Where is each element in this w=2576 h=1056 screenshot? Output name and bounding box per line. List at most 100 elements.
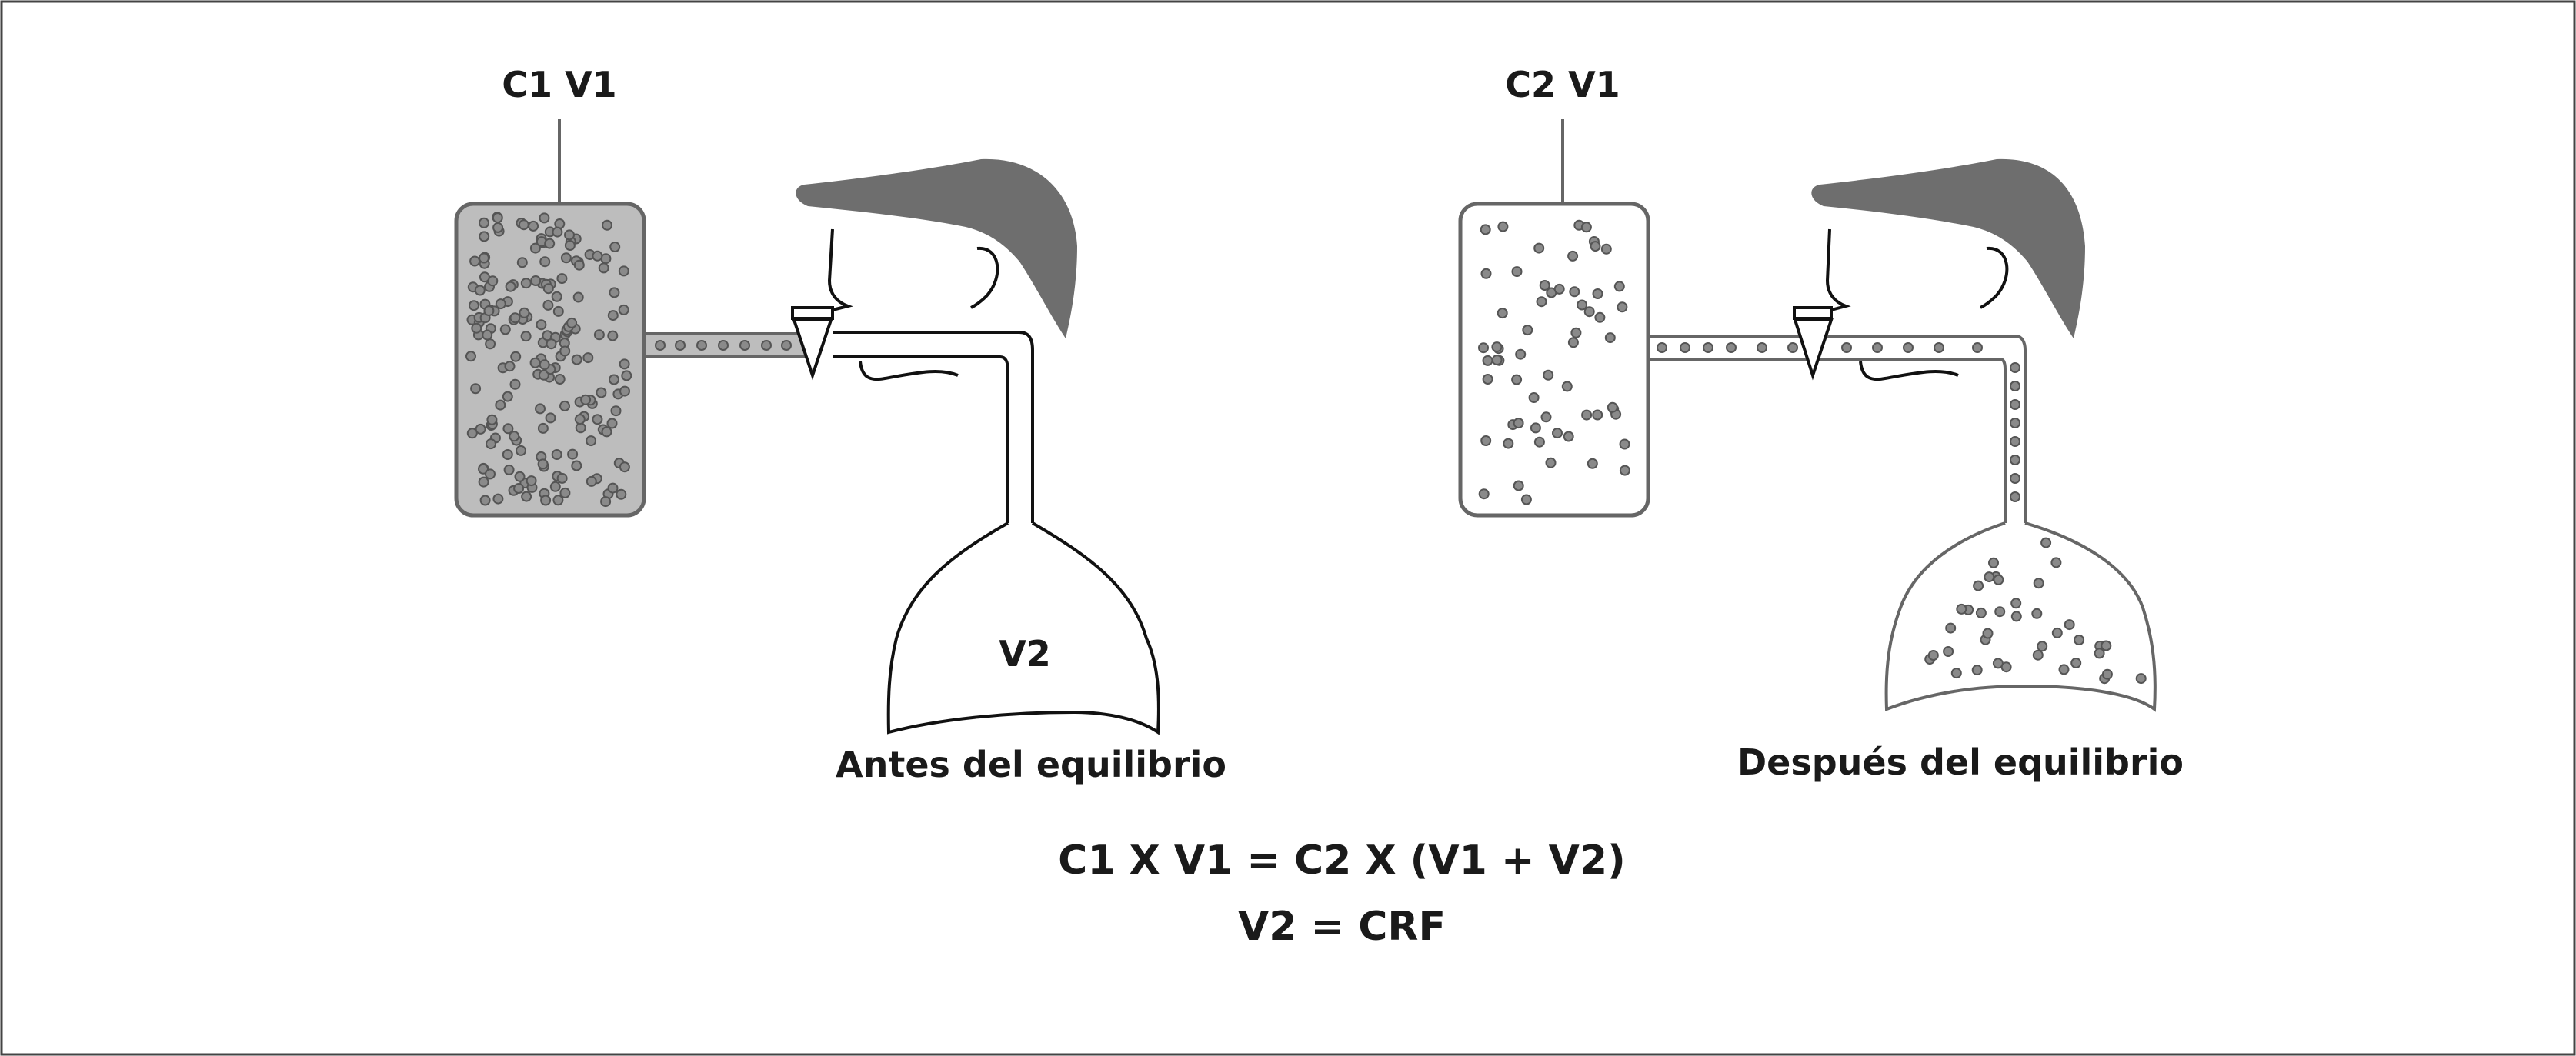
gas-particle [2010,399,2020,410]
gas-particle [535,403,546,415]
gas-particle [1934,342,1944,353]
gas-particle [514,471,526,482]
gas-particle [1478,342,1489,354]
gas-particle [2031,608,2043,619]
gas-particle [621,370,632,381]
gas-particle [2010,436,2020,447]
left-panel: C1 V1 V2 Antes del equilibrio [454,64,1226,785]
gas-particle [556,273,568,285]
gas-particle [559,345,571,357]
left-hair [796,158,1077,338]
gas-particle [1587,458,1598,469]
gas-particle [2037,641,2048,652]
gas-particle [609,374,619,385]
gas-particle [616,488,627,500]
gas-particle [545,412,556,424]
left-container-label: C1 V1 [502,64,616,105]
gas-particle [564,240,576,251]
gas-particle [537,422,549,434]
gas-particle [509,312,521,324]
gas-particle [1482,374,1493,385]
gas-particle [471,322,482,334]
gas-particle [1553,283,1565,295]
right-ear [1980,246,2009,309]
left-gas-container [454,202,646,518]
gas-particle [2010,491,2020,502]
right-lung-particles [1924,537,2147,685]
right-caption: Después del equilibrio [1737,741,2184,783]
gas-particle [2064,619,2075,631]
right-panel: C2 V1 Después del equilibrio [1458,64,2184,783]
gas-particle [593,329,605,341]
gas-particle [1619,438,1630,450]
gas-particle [529,242,541,254]
right-face [1825,228,1851,311]
gas-particle [1841,342,1852,353]
gas-particle [556,472,568,484]
right-chin [1859,361,1959,381]
right-container-label: C2 V1 [1505,64,1620,105]
gas-particle [470,383,482,395]
gas-particle [1522,325,1533,336]
gas-particle [530,275,542,286]
gas-particle [2010,455,2020,465]
gas-particle [519,307,530,318]
gas-particle [1563,431,1574,442]
gas-particle [1607,401,1618,413]
gas-particle [520,331,532,342]
gas-particle [552,226,563,238]
right-tube-particles [1657,342,2020,502]
gas-particle [466,428,478,439]
gas-particle [582,352,594,364]
gas-particle [539,359,550,371]
gas-particle [536,319,547,331]
gas-particle [499,324,511,335]
gas-particle [505,281,516,292]
gas-particle [1943,646,1954,657]
gas-particle [1530,422,1541,434]
gas-particle [1972,342,1983,353]
gas-particle [538,369,549,381]
gas-particle [554,374,566,385]
gas-particle [1590,241,1601,252]
gas-particle [2010,611,2022,622]
gas-particle [1482,355,1493,366]
gas-particle [598,262,609,274]
gas-particle [1497,221,1509,232]
gas-particle [552,305,564,317]
gas-particle [546,338,557,350]
gas-particle [516,257,528,268]
right-container-particles [1478,219,1630,505]
gas-particle [2051,627,2063,638]
gas-particle [478,476,489,488]
gas-particle [1491,341,1503,353]
gas-particle [1520,494,1532,505]
gas-particle [572,291,584,303]
gas-particle [1592,288,1603,299]
gas-particle [1988,557,1999,568]
gas-particle [542,283,554,295]
right-head-profile [1811,158,2085,381]
gas-particle [1513,480,1524,491]
gas-particle [479,495,491,506]
gas-particle [2094,648,2105,659]
lung-volume-label: V2 [999,633,1051,675]
gas-particle [696,340,707,351]
gas-particle [1903,342,1914,353]
gas-particle [761,340,772,351]
gas-particle [1583,306,1595,318]
gas-particle [1577,299,1588,311]
gas-particle [1552,428,1563,439]
gas-particle [1539,280,1550,291]
gas-particle [2010,418,2020,428]
gas-particle [1994,606,2006,618]
gas-particle [573,259,585,271]
gas-particle [1480,435,1492,446]
gas-particle [592,414,603,425]
gas-particle [475,423,486,435]
gas-particle [2070,658,2082,668]
gas-particle [544,238,556,249]
gas-particle [482,329,493,341]
gas-particle [607,310,619,321]
